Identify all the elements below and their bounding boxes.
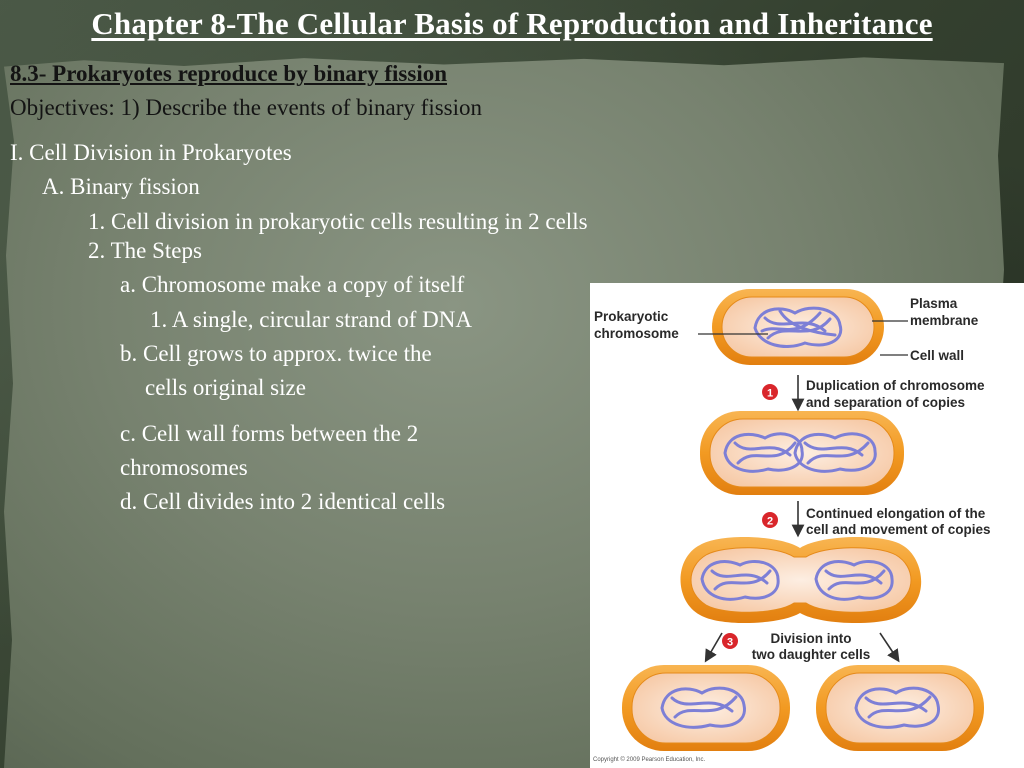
label-cell-wall: Cell wall <box>910 348 964 363</box>
step2-text-line1: Continued elongation of the <box>806 506 986 521</box>
outline-item: a. Chromosome make a copy of itself <box>120 272 465 297</box>
step3-text-line1: Division into <box>771 631 852 646</box>
section-heading: 8.3- Prokaryotes reproduce by binary fis… <box>10 61 448 86</box>
svg-text:2: 2 <box>767 516 773 528</box>
daughter-cell-left <box>622 665 790 751</box>
svg-text:3: 3 <box>727 637 733 649</box>
outline-item: cells original size <box>145 375 306 400</box>
outline-item: b. Cell grows to approx. twice the <box>120 341 432 366</box>
svg-text:1: 1 <box>767 388 773 400</box>
label-chromosome: chromosome <box>594 326 679 341</box>
label-plasma: Plasma <box>910 296 958 311</box>
objectives-line: Objectives: 1) Describe the events of bi… <box>10 95 483 120</box>
dna-icon <box>854 686 940 729</box>
cell-stage-2 <box>700 411 904 495</box>
outline-item: c. Cell wall forms between the 2 <box>120 421 419 446</box>
step1-text-line1: Duplication of chromosome <box>806 378 985 393</box>
outline-item: chromosomes <box>120 455 248 480</box>
outline-item: 1. A single, circular strand of DNA <box>150 307 472 332</box>
outline-item: I. Cell Division in Prokaryotes <box>10 140 292 165</box>
arrow-icon <box>704 375 900 663</box>
outline-item: d. Cell divides into 2 identical cells <box>120 489 446 514</box>
daughter-cell-right <box>816 665 984 751</box>
dna-icon <box>723 432 877 473</box>
label-prokaryotic: Prokaryotic <box>594 309 669 324</box>
cell-stage-3 <box>680 537 922 624</box>
step-badge-3: 3 <box>722 633 738 649</box>
figure-copyright: Copyright © 2009 Pearson Education, Inc. <box>593 756 705 763</box>
step2-text-line2: cell and movement of copies <box>806 522 991 537</box>
leader-lines <box>698 320 908 356</box>
binary-fission-figure: 1 2 3 Prokaryotic chromosome Plasma memb… <box>590 283 1024 768</box>
step-badge-2: 2 <box>762 512 778 528</box>
slide-title: Chapter 8-The Cellular Basis of Reproduc… <box>91 6 933 41</box>
step-badge-1: 1 <box>762 384 778 400</box>
dna-icon <box>700 560 894 601</box>
dna-icon <box>660 686 746 729</box>
dna-icon <box>753 306 843 348</box>
cell-stage-1 <box>712 289 884 365</box>
outline-item: A. Binary fission <box>42 174 200 199</box>
step1-text-line2: and separation of copies <box>806 395 965 410</box>
label-membrane: membrane <box>910 313 979 328</box>
outline-item: 2. The Steps <box>88 238 202 263</box>
step3-text-line2: two daughter cells <box>752 647 871 662</box>
outline-item: 1. Cell division in prokaryotic cells re… <box>88 209 588 234</box>
